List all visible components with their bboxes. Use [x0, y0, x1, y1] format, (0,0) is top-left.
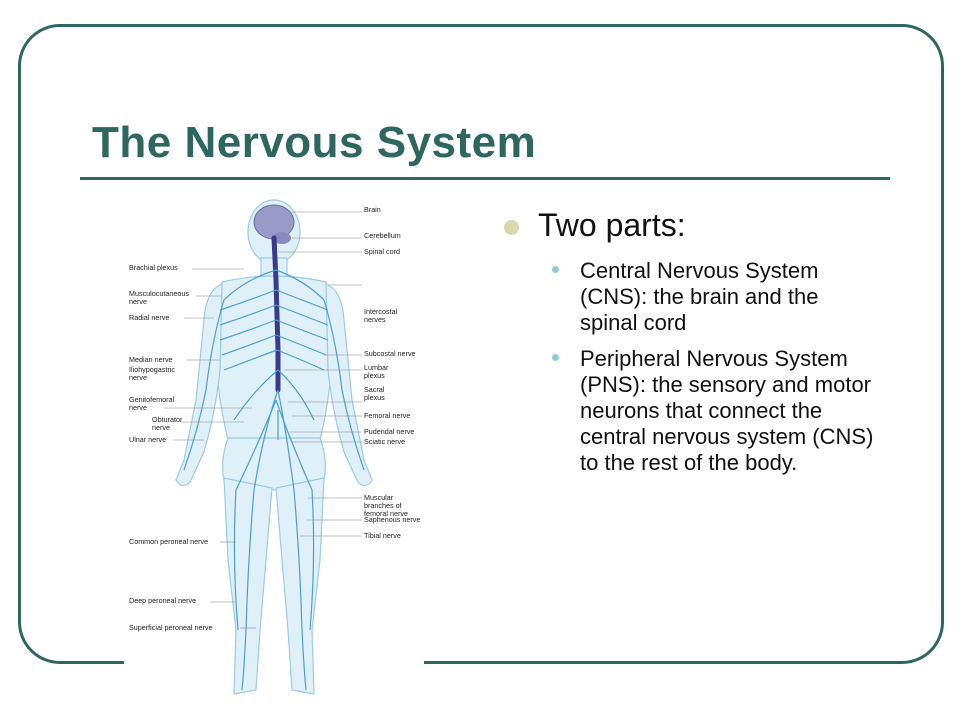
bullet-list: Two parts: Central Nervous System (CNS):…: [500, 206, 900, 486]
label-iliohypogastric-nerve: Iliohypogastric nerve: [129, 365, 175, 382]
label-common-peroneal-nerve: Common peroneal nerve: [129, 537, 209, 546]
label-median-nerve: Median nerve: [129, 355, 173, 364]
sub-bullet-dot-icon: [552, 354, 559, 361]
label-musculocutaneous-nerve: Musculocutaneous nerve: [129, 289, 189, 306]
label-cerebellum: Cerebellum: [364, 231, 401, 240]
label-saphenous-nerve: Saphenous nerve: [364, 515, 421, 524]
slide-frame: [18, 24, 944, 664]
label-intercostal-nerves: Intercostal nerves: [364, 307, 398, 324]
sub-bullet-text: Peripheral Nervous System (PNS): the sen…: [580, 346, 874, 475]
label-deep-peroneal-nerve: Deep peroneal nerve: [129, 596, 197, 605]
slide-title: The Nervous System: [92, 118, 537, 167]
label-sciatic-nerve: Sciatic nerve: [364, 437, 406, 446]
label-radial-nerve: Radial nerve: [129, 313, 170, 322]
label-superficial-peroneal-nerve: Superficial peroneal nerve: [129, 623, 213, 632]
body-illustration: [164, 199, 373, 695]
bullet-dot-icon: [504, 220, 519, 235]
label-genitofemoral-nerve: Genitofemoral nerve: [129, 395, 175, 412]
sub-bullet-text: Central Nervous System (CNS): the brain …: [580, 258, 819, 335]
sub-bullet-dot-icon: [552, 266, 559, 273]
label-spinal-cord: Spinal cord: [364, 247, 400, 256]
label-sacral-plexus: Sacral plexus: [364, 385, 385, 402]
label-tibial-nerve: Tibial nerve: [364, 531, 401, 540]
label-lumbar-plexus: Lumbar plexus: [364, 363, 389, 380]
label-subcostal-nerve: Subcostal nerve: [364, 349, 416, 358]
label-obturator-nerve: Obturator nerve: [152, 415, 183, 432]
sub-bullet-cns: Central Nervous System (CNS): the brain …: [500, 258, 880, 336]
nervous-system-diagram: Brain Cerebellum Spinal cord Intercostal…: [124, 190, 424, 720]
label-muscular-branches: Muscular branches of femoral nerve: [364, 493, 408, 518]
label-ulnar-nerve: Ulnar nerve: [129, 435, 167, 444]
label-pudendal-nerve: Pudendal nerve: [364, 427, 415, 436]
main-bullet: Two parts:: [500, 206, 900, 244]
title-divider: [80, 177, 890, 180]
label-femoral-nerve: Femoral nerve: [364, 411, 411, 420]
label-brain: Brain: [364, 205, 381, 214]
sub-bullet-pns: Peripheral Nervous System (PNS): the sen…: [500, 346, 880, 476]
main-bullet-text: Two parts:: [538, 207, 686, 243]
label-brachial-plexus: Brachial plexus: [129, 263, 178, 272]
